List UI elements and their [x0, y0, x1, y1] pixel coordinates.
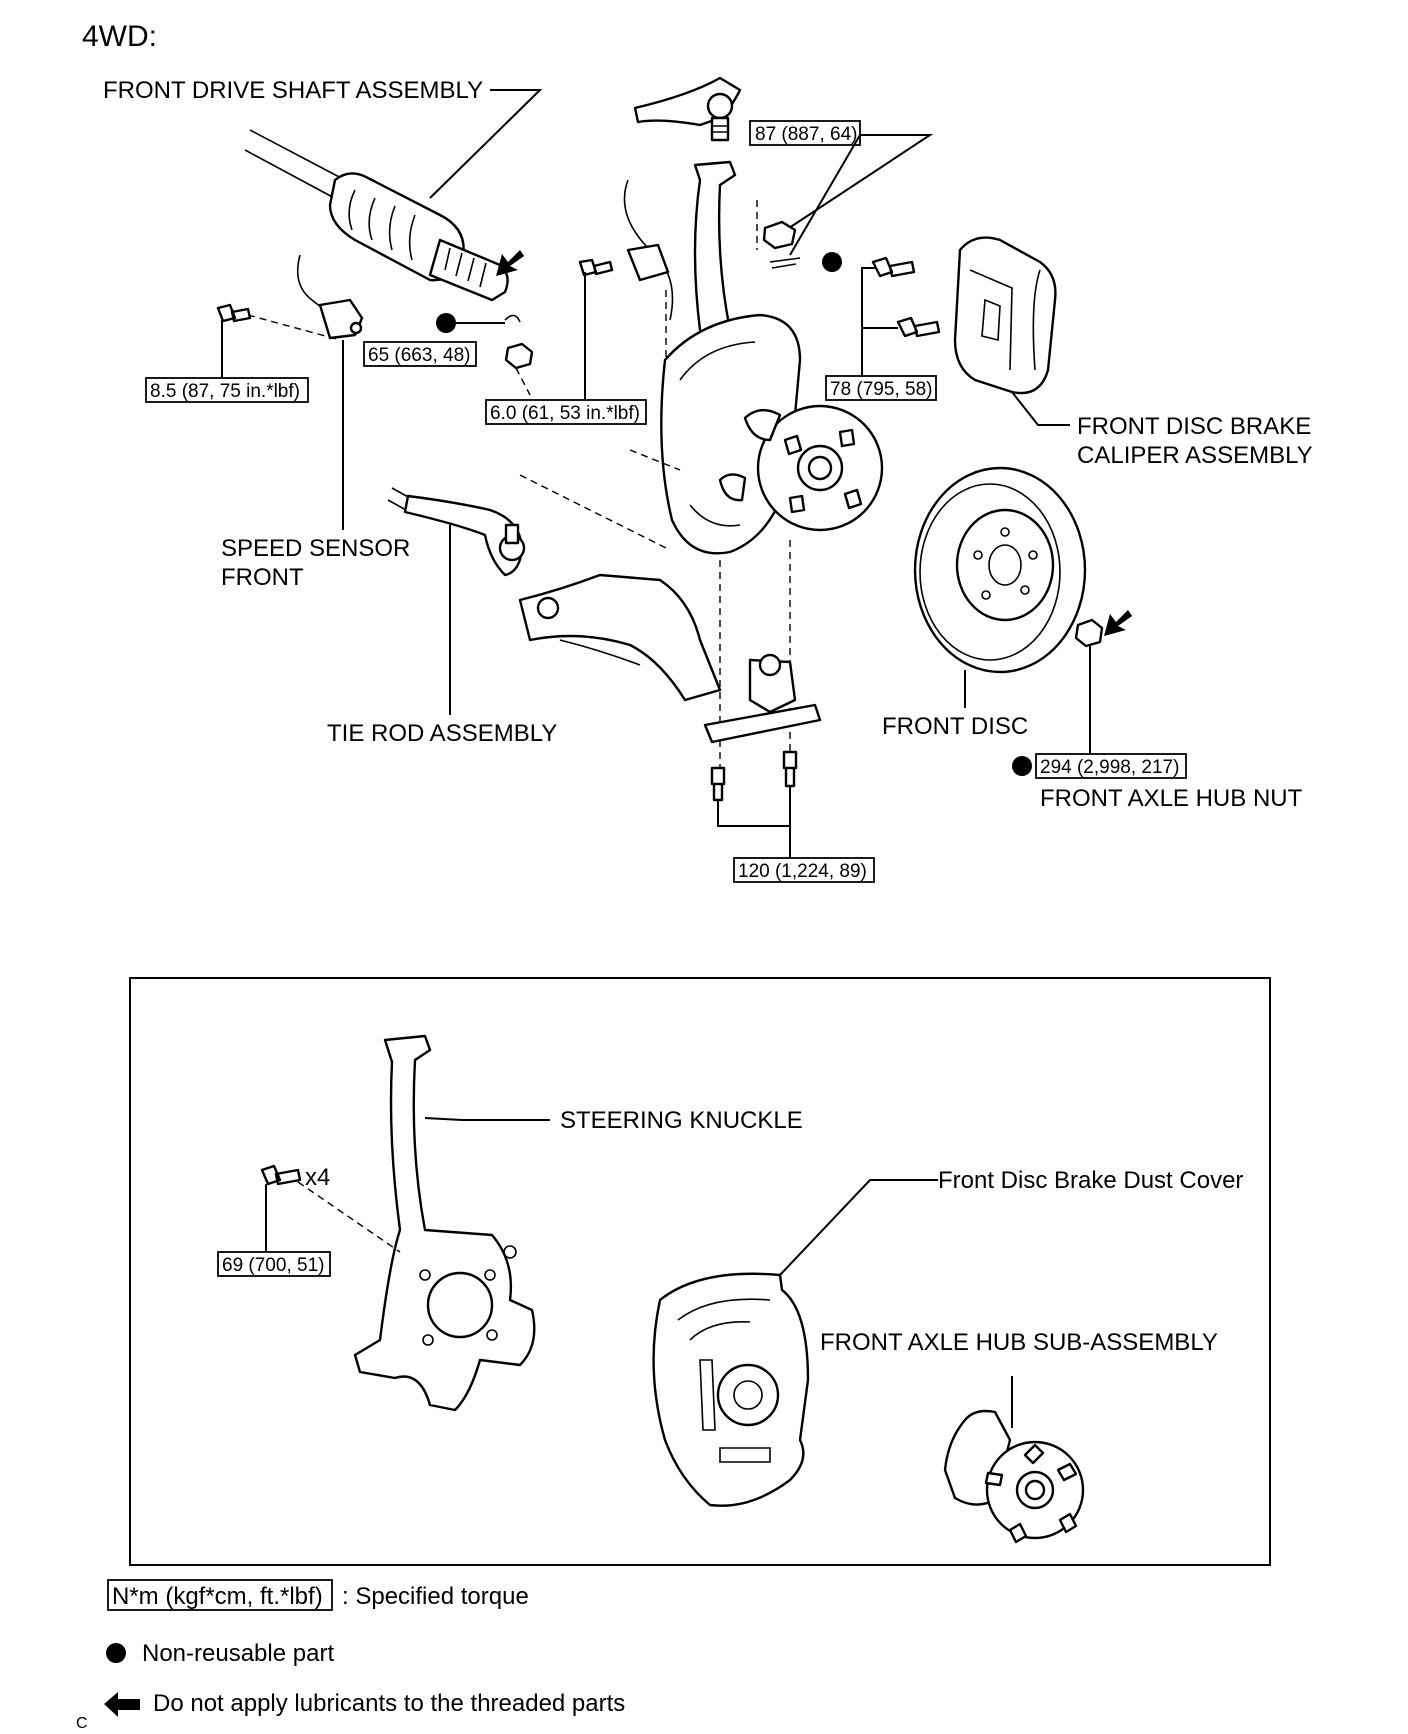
caliper-leader — [1011, 391, 1070, 426]
sensor-bolt-dash — [247, 314, 341, 341]
legend-non-reusable-icon — [106, 1643, 126, 1663]
front-disc-illustration — [913, 466, 1087, 674]
page-heading: 4WD: — [82, 20, 157, 53]
torque-box-tie-rod-nut — [363, 341, 477, 367]
dust-cover-bolt-icon — [260, 1164, 302, 1186]
steering-knuckle-label: STEERING KNUCKLE — [560, 1107, 803, 1134]
tie-rod-illustration — [387, 487, 526, 577]
corner-mark: C — [76, 1715, 88, 1732]
torque-dust-cover-bolts: 69 (700, 51) — [222, 1255, 324, 1276]
detail-frame — [129, 977, 1271, 1566]
detail-bolt-dash — [297, 1181, 401, 1253]
hub-sub-assembly-label: FRONT AXLE HUB SUB-ASSEMBLY — [820, 1329, 1218, 1356]
front-disc-label: FRONT DISC — [882, 713, 1028, 740]
caliper-bolt-leader-a — [861, 267, 875, 388]
non-reusable-marker-icon — [436, 313, 456, 333]
sensor-clamp-icon — [626, 243, 670, 282]
speed-sensor-label-line2: FRONT — [221, 564, 304, 591]
speed-sensor-illustration — [296, 254, 364, 340]
torque-lower-ball-joint: 120 (1,224, 89) — [738, 861, 867, 882]
hub-nut-icon — [1074, 618, 1104, 648]
speed-sensor-label-line1: SPEED SENSOR — [221, 535, 410, 562]
front-drive-shaft-illustration — [244, 129, 524, 302]
upper-arm-illustration — [633, 76, 742, 142]
front-drive-shaft-label: FRONT DRIVE SHAFT ASSEMBLY — [103, 77, 483, 104]
hub-sub-assembly-illustration — [943, 1409, 1085, 1544]
legend-non-reusable-text: Non-reusable part — [142, 1640, 334, 1667]
legend-no-lubricant-icon — [104, 1692, 140, 1717]
tie-rod-label: TIE ROD ASSEMBLY — [327, 720, 557, 747]
torque-sensor-clamp: 6.0 (61, 53 in.*lbf) — [490, 403, 640, 424]
alignment-dash-lines — [515, 200, 791, 780]
dust-cover-illustration — [652, 1272, 810, 1507]
lower-arm-illustration — [518, 573, 822, 744]
legend-no-lubricant-text: Do not apply lubricants to the threaded … — [153, 1690, 625, 1717]
sensor-bolt-icon — [216, 303, 252, 323]
torque-box-dust-cover-bolts — [217, 1251, 331, 1277]
cotter-pin-icon — [769, 257, 801, 269]
legend-torque-box — [107, 1579, 333, 1611]
lower-bolts-illustration — [710, 750, 798, 802]
caliper-bolts-illustration — [871, 256, 941, 338]
clamp-bolt-icon — [578, 258, 614, 277]
torque-caliper-bolts: 78 (795, 58) — [830, 379, 932, 400]
torque-tie-rod-nut: 65 (663, 48) — [368, 345, 470, 366]
dust-cover-leader — [779, 1179, 938, 1276]
caliper-label-line2: CALIPER ASSEMBLY — [1077, 442, 1313, 469]
torque-box-lower-ball-joint — [733, 857, 875, 883]
steering-knuckle-illustration — [353, 1034, 536, 1412]
torque-hub-nut: 294 (2,998, 217) — [1040, 757, 1179, 778]
legend-torque-units: N*m (kgf*cm, ft.*lbf) — [112, 1583, 323, 1610]
dust-cover-label: Front Disc Brake Dust Cover — [938, 1167, 1243, 1194]
upper-nut-icon — [762, 220, 797, 250]
tie-rod-nut-icon — [504, 342, 534, 370]
bolt-quantity-label: x4 — [305, 1164, 330, 1191]
torque-box-upper-ball-joint — [749, 120, 861, 146]
non-reusable-marker-icon — [1012, 756, 1032, 776]
caliper-illustration — [953, 236, 1057, 395]
torque-box-sensor-bolt — [145, 377, 309, 403]
torque-box-caliper-bolts — [825, 375, 937, 401]
clamp-bolt-leader — [584, 272, 645, 419]
legend-torque-text: : Specified torque — [342, 1583, 529, 1610]
lower-bolts-leader — [717, 786, 791, 827]
torque-sensor-bolt: 8.5 (87, 75 in.*lbf) — [150, 381, 300, 402]
drive-shaft-leader — [429, 89, 543, 199]
torque-box-hub-nut — [1035, 753, 1187, 779]
non-reusable-marker-icon — [822, 252, 842, 272]
tie-rod-cotter-pin-icon — [504, 314, 521, 323]
upper-ball-joint-leader — [785, 134, 934, 231]
knuckle-assembly-illustration — [660, 160, 884, 555]
hub-nut-label: FRONT AXLE HUB NUT — [1040, 785, 1303, 812]
torque-upper-ball-joint: 87 (887, 64) — [755, 124, 857, 145]
no-lubricant-arrow-icon — [1104, 610, 1132, 636]
steering-knuckle-leader — [424, 1117, 550, 1121]
torque-box-sensor-clamp — [485, 399, 647, 425]
caliper-label-line1: FRONT DISC BRAKE — [1077, 413, 1311, 440]
upper-ball-joint-leader-2 — [789, 134, 861, 256]
